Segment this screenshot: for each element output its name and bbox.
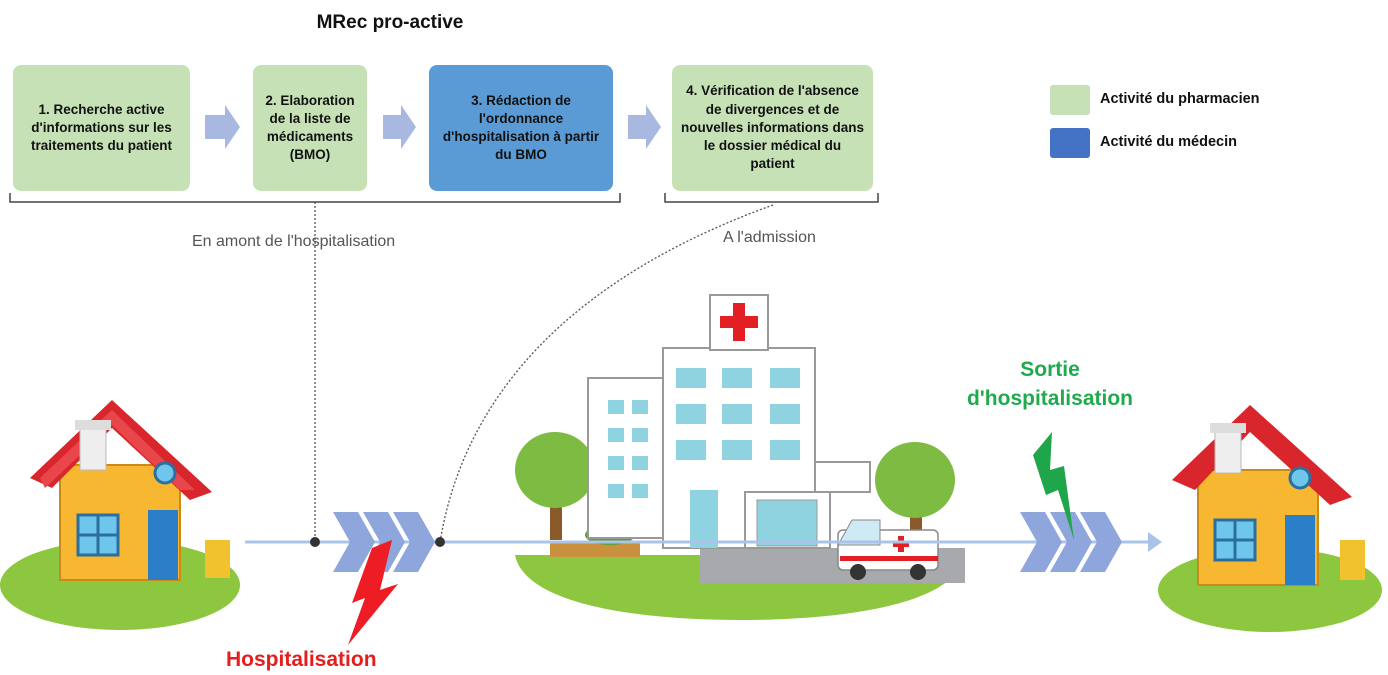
tree-left-icon (515, 432, 595, 508)
flow-arrow-1-icon (205, 105, 240, 149)
sortie-label-line1: Sortie (1020, 358, 1080, 381)
legend-medecin-swatch (1050, 128, 1090, 158)
flow-arrow-2-icon (383, 105, 416, 149)
step-3-label: 3. Rédaction de l'ordonnance d'hospitali… (442, 92, 600, 163)
bracket-admission (664, 193, 879, 203)
step-2-label: 2. Elaboration de la liste de médicament… (265, 92, 355, 163)
timeline-dot-admission (435, 537, 445, 547)
legend-medecin-label: Activité du médecin (1100, 134, 1237, 150)
step-1-label: 1. Recherche active d'informations sur l… (30, 101, 173, 154)
hospitalisation-label: Hospitalisation (226, 648, 377, 671)
tree-right-icon (875, 442, 955, 518)
step-1-box: 1. Recherche active d'informations sur l… (13, 65, 190, 191)
flow-arrow-3-icon (628, 105, 661, 149)
phase-before-caption: En amont de l'hospitalisation (192, 233, 396, 250)
sortie-label: Sortie d'hospitalisation (950, 355, 1150, 414)
diagram-title: MRec pro-active (316, 12, 464, 33)
step-4-label: 4. Vérification de l'absence de divergen… (680, 83, 865, 172)
lightning-green-icon (1033, 432, 1074, 540)
phase-admission-caption: A l'admission (723, 229, 816, 246)
step-3-box: 3. Rédaction de l'ordonnance d'hospitali… (429, 65, 613, 191)
timeline-dot-before (310, 537, 320, 547)
house-left-icon (0, 400, 240, 630)
lightning-red-icon (348, 540, 398, 645)
chevron-arrow-right-icon (1020, 512, 1122, 572)
step-2-box: 2. Elaboration de la liste de médicament… (253, 65, 367, 191)
sortie-label-line2: d'hospitalisation (966, 387, 1133, 411)
dotted-connector-admission (439, 204, 774, 543)
hospital-icon (587, 294, 871, 549)
ambulance-icon (837, 519, 939, 580)
chevron-arrow-icon (333, 512, 435, 572)
legend-pharmacien-label: Activité du pharmacien (1100, 91, 1260, 107)
step-4-box: 4. Vérification de l'absence de divergen… (672, 65, 873, 191)
bracket-before (9, 193, 621, 203)
timeline-arrowhead-icon (1148, 532, 1162, 552)
house-right-icon (1158, 405, 1382, 632)
legend-pharmacien-swatch (1050, 85, 1090, 115)
